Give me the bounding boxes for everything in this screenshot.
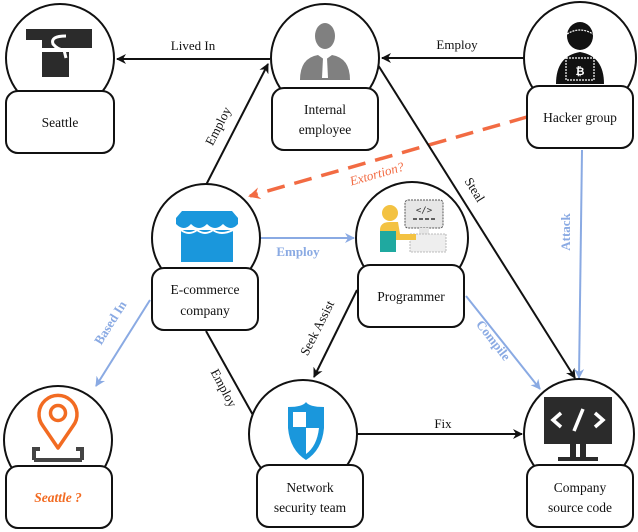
node-seattle-unknown[interactable]: Seattle ? (3, 385, 113, 529)
svg-text:</>: </> (416, 206, 433, 216)
code-monitor-icon (544, 397, 612, 461)
edge-label-company-employ-security: Employ (208, 366, 241, 410)
edge-lived-in: Lived In (116, 38, 270, 64)
edge-attack: Attack (558, 149, 585, 379)
node-internal-employee[interactable]: Internal employee (270, 3, 380, 151)
node-label-seattle-unknown: Seattle ? (34, 490, 82, 505)
svg-text:₿: ₿ (576, 65, 585, 78)
node-label-source-code-line2: source code (548, 500, 612, 515)
edge-seek-assist: Seek Assist (297, 289, 358, 378)
location-pin-icon (32, 393, 84, 462)
person-icon (300, 23, 350, 80)
edge-company-employ-programmer: Employ (260, 233, 355, 259)
node-label-internal-employee-line2: employee (299, 122, 351, 137)
node-label-ecommerce-line1: E-commerce (171, 282, 240, 297)
programmer-icon: </> (380, 199, 447, 253)
node-label-ecommerce-line2: company (180, 303, 230, 318)
hacker-icon: ₿ (556, 22, 604, 84)
node-label-programmer: Programmer (377, 289, 445, 304)
edge-label-hacker-employ: Employ (436, 37, 478, 52)
node-ecommerce-company[interactable]: E-commerce company (151, 183, 261, 331)
seattle-logo-icon (26, 29, 92, 77)
node-seattle[interactable]: Seattle (5, 3, 115, 154)
edge-label-lived-in: Lived In (171, 38, 216, 53)
edge-based-in: Based In (91, 297, 151, 387)
store-icon (176, 211, 238, 262)
node-network-security-team[interactable]: Network security team (248, 379, 364, 528)
edge-label-fix: Fix (434, 416, 452, 431)
edge-compile: Compile (465, 295, 541, 390)
node-hacker-group[interactable]: ₿ Hacker group (523, 1, 637, 149)
node-company-source-code[interactable]: Company source code (523, 378, 635, 528)
node-label-seattle: Seattle (42, 115, 79, 130)
node-label-security-line1: Network (286, 480, 333, 495)
edge-label-steal: Steal (462, 175, 489, 205)
edge-label-seek-assist: Seek Assist (297, 298, 338, 358)
edge-hacker-employ: Employ (381, 37, 524, 63)
edge-label-compile: Compile (473, 317, 514, 363)
shield-icon (288, 402, 324, 460)
node-label-source-code-line1: Company (554, 480, 607, 495)
node-label-hacker-group: Hacker group (543, 110, 617, 125)
edge-fix: Fix (327, 416, 523, 439)
edge-label-company-employ-programmer: Employ (276, 244, 320, 259)
node-programmer[interactable]: </> Programmer (355, 181, 469, 328)
node-label-security-line2: security team (274, 500, 347, 515)
node-label-internal-employee-line1: Internal (304, 102, 346, 117)
edge-label-attack: Attack (558, 212, 573, 250)
edge-company-employ-employee: Employ (202, 63, 269, 186)
